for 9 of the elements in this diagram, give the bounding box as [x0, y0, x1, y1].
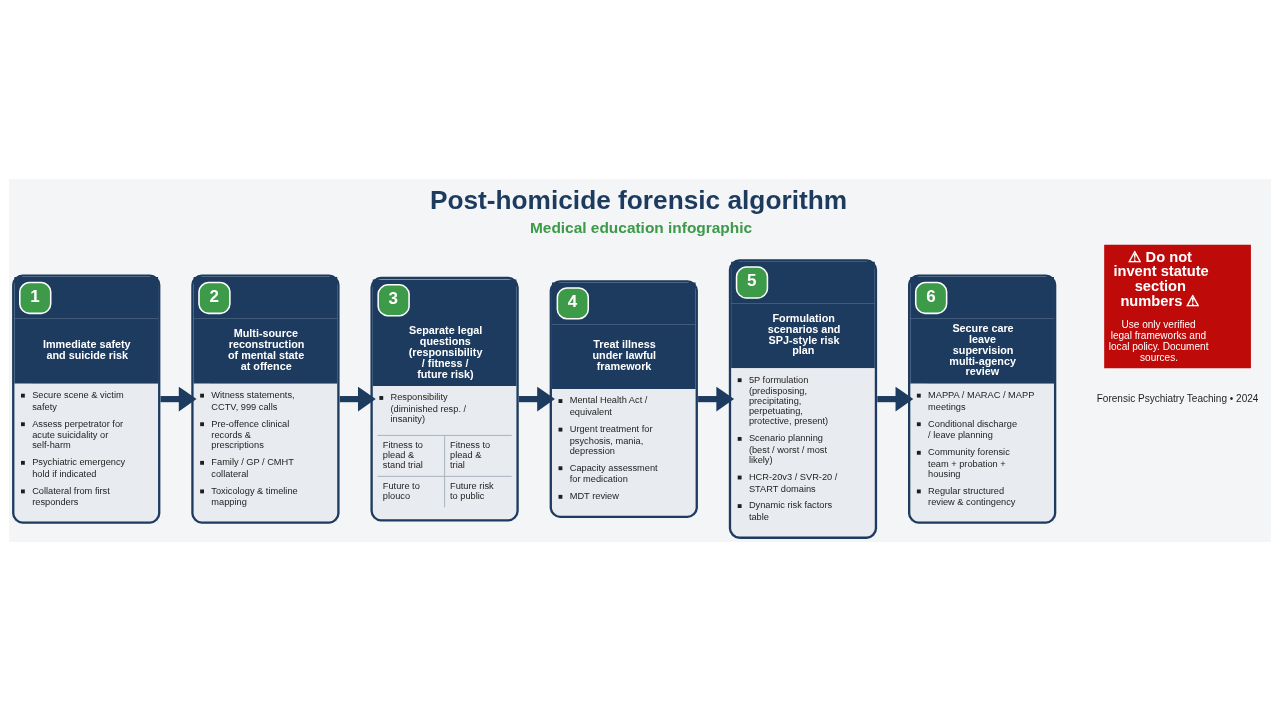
diagram-title: Post-homicide forensic algorithm — [429, 184, 848, 215]
arrow — [698, 386, 735, 412]
arrow — [339, 386, 376, 412]
arrow — [160, 386, 197, 412]
label: Forensic Psychiatry Teaching • 2024 — [1096, 392, 1259, 404]
caption: Medical education infographic — [529, 218, 753, 236]
node-box: ⚠ Do not invent statute section numbers ⚠ Use only verified legal frameworks and local policy. Document sources. — [1104, 244, 1251, 368]
arrow — [518, 386, 555, 412]
arrow — [877, 386, 914, 412]
